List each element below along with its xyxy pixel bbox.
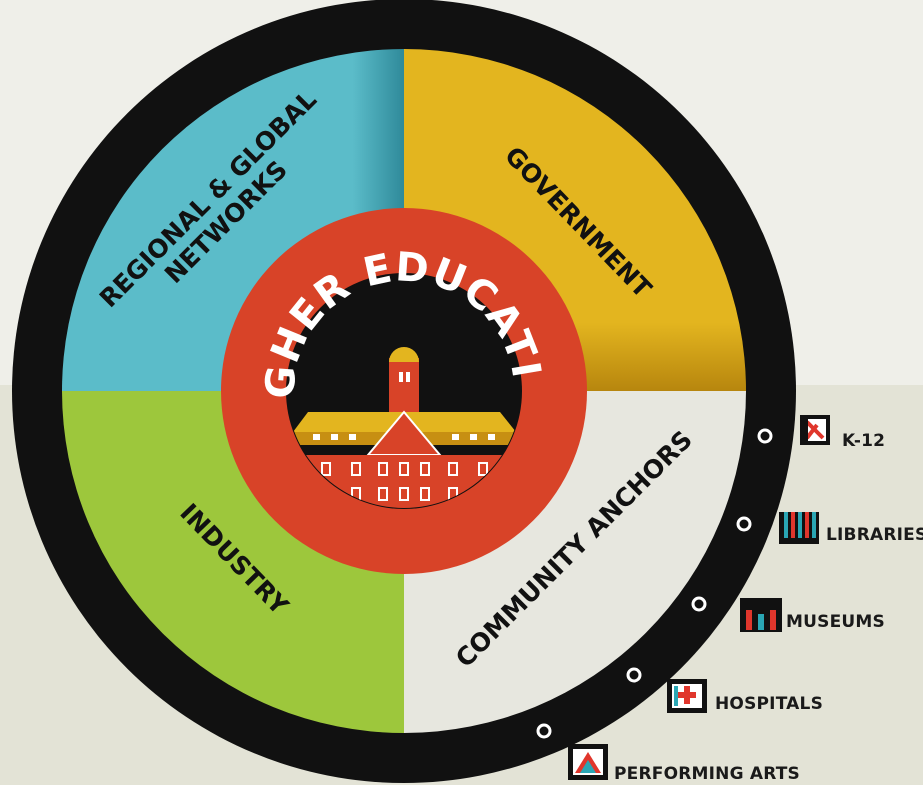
libraries-icon xyxy=(779,512,819,544)
hospitals-icon xyxy=(667,679,707,713)
ring-dot-k12 xyxy=(757,428,773,444)
k12-icon xyxy=(800,415,830,445)
ring-dot-museums xyxy=(691,596,707,612)
performing-arts-icon xyxy=(568,744,608,780)
anchor-label-museums: MUSEUMS xyxy=(786,612,885,632)
anchor-label-libraries: LIBRARIES xyxy=(826,525,923,545)
ring-dot-libraries xyxy=(736,516,752,532)
ring-connector-dots xyxy=(536,428,773,739)
ring-dot-hospitals xyxy=(626,667,642,683)
museums-icon xyxy=(740,598,782,632)
anchor-label-k12: K-12 xyxy=(842,431,886,451)
anchor-label-performing-arts: PERFORMING ARTS xyxy=(614,764,800,784)
ring-dot-performing-arts xyxy=(536,723,552,739)
anchor-label-hospitals: HOSPITALS xyxy=(715,694,824,714)
